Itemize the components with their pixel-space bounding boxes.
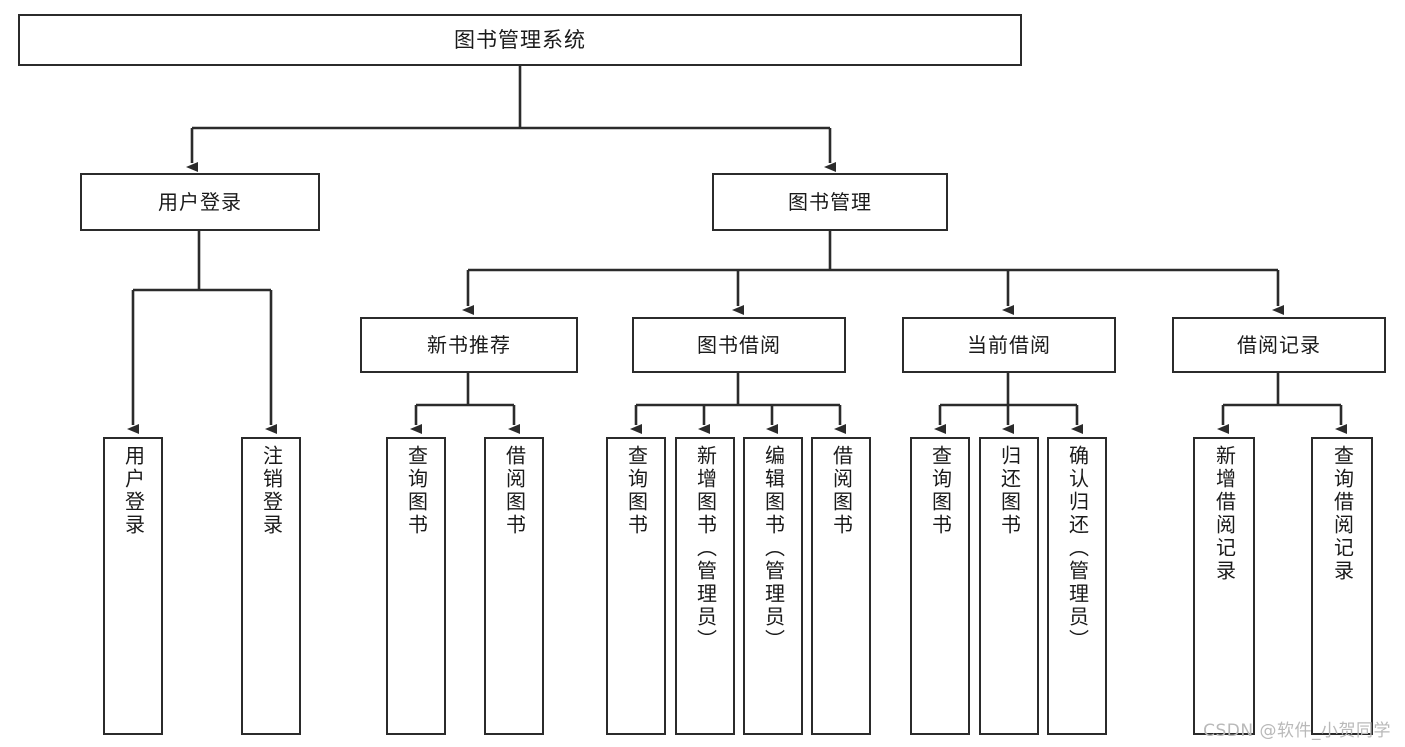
node-root-system[interactable]: 图书管理系统 — [18, 14, 1022, 66]
edges-userlogin-to-leaves — [127, 231, 277, 434]
node-book-borrow[interactable]: 图书借阅 — [632, 317, 846, 373]
node-label: 图书借阅 — [697, 332, 781, 357]
leaf-borrow-add-book-admin[interactable]: 新增图书（管理员） — [675, 437, 735, 735]
leaf-new-book-borrow[interactable]: 借阅图书 — [484, 437, 544, 735]
node-label: 新增借阅记录 — [1212, 445, 1237, 583]
edges-current-to-leaves — [934, 373, 1083, 434]
node-label: 查询图书 — [624, 445, 649, 537]
edges-borrow-to-leaves — [630, 373, 846, 434]
leaf-record-query[interactable]: 查询借阅记录 — [1311, 437, 1373, 735]
leaf-user-login-logout[interactable]: 注销登录 — [241, 437, 301, 735]
leaf-borrow-borrow-book[interactable]: 借阅图书 — [811, 437, 871, 735]
node-label: 新书推荐 — [427, 332, 511, 357]
node-user-login[interactable]: 用户登录 — [80, 173, 320, 231]
node-label: 查询借阅记录 — [1330, 445, 1355, 583]
node-label: 编辑图书（管理员） — [761, 445, 786, 652]
edges-record-to-leaves — [1217, 373, 1347, 434]
node-label: 用户登录 — [158, 189, 242, 214]
leaf-borrow-query-book[interactable]: 查询图书 — [606, 437, 666, 735]
edges-newbook-to-leaves — [410, 373, 520, 434]
leaf-user-login-login[interactable]: 用户登录 — [103, 437, 163, 735]
node-book-management[interactable]: 图书管理 — [712, 173, 948, 231]
leaf-current-return-book[interactable]: 归还图书 — [979, 437, 1039, 735]
node-label: 归还图书 — [997, 445, 1022, 537]
node-label: 用户登录 — [121, 445, 146, 537]
leaf-record-add[interactable]: 新增借阅记录 — [1193, 437, 1255, 735]
leaf-current-query-book[interactable]: 查询图书 — [910, 437, 970, 735]
edges-bookmgmt-to-level3 — [462, 231, 1284, 315]
node-borrow-record[interactable]: 借阅记录 — [1172, 317, 1386, 373]
node-label: 查询图书 — [928, 445, 953, 537]
node-label: 借阅图书 — [829, 445, 854, 537]
leaf-new-book-query[interactable]: 查询图书 — [386, 437, 446, 735]
edges-root-to-level2 — [186, 66, 836, 172]
node-new-book-recommend[interactable]: 新书推荐 — [360, 317, 578, 373]
node-label: 图书管理系统 — [454, 27, 586, 52]
node-current-borrow[interactable]: 当前借阅 — [902, 317, 1116, 373]
node-label: 图书管理 — [788, 189, 872, 214]
leaf-borrow-edit-book-admin[interactable]: 编辑图书（管理员） — [743, 437, 803, 735]
node-label: 借阅记录 — [1237, 332, 1321, 357]
node-label: 新增图书（管理员） — [693, 445, 718, 652]
leaf-current-confirm-return-admin[interactable]: 确认归还（管理员） — [1047, 437, 1107, 735]
node-label: 确认归还（管理员） — [1065, 445, 1090, 652]
node-label: 借阅图书 — [502, 445, 527, 537]
node-label: 注销登录 — [259, 445, 284, 537]
node-label: 当前借阅 — [967, 332, 1051, 357]
node-label: 查询图书 — [404, 445, 429, 537]
